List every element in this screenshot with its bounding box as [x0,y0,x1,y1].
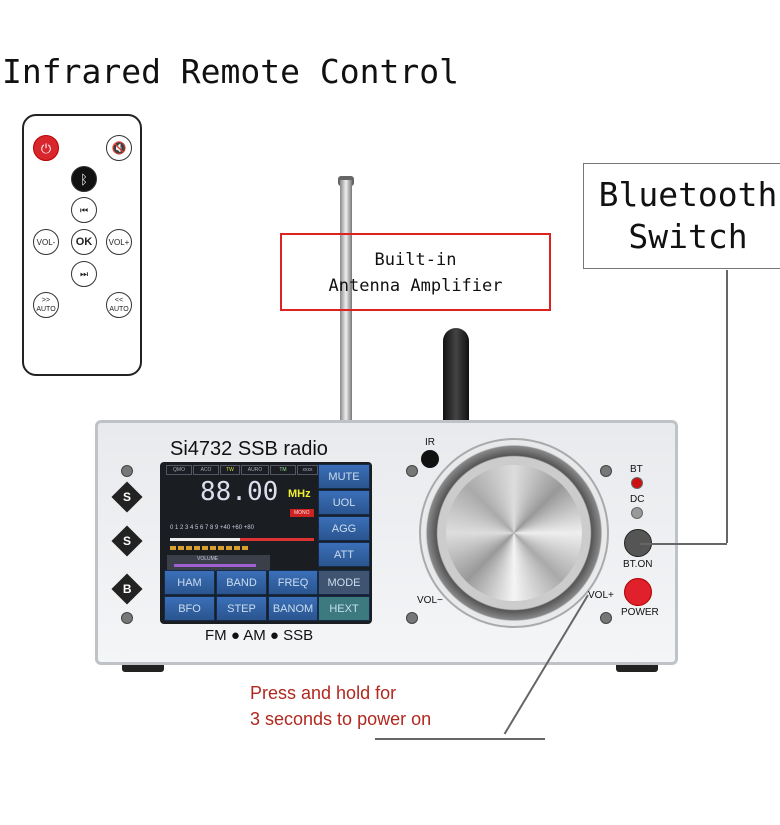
bfo-button[interactable]: BFO [164,596,215,621]
screw [600,465,612,477]
status-tag: xxxx [297,465,318,475]
next-icon: ⏭ [71,261,97,287]
screw [406,612,418,624]
auto-back-button: << AUTO [106,292,132,318]
bluetooth-icon: ᛒ [71,166,97,192]
band-button[interactable]: BAND [216,570,267,595]
power-callout: Press and hold for 3 seconds to power on [250,680,431,732]
power-icon: ⏻ [33,135,59,161]
callout-line [726,270,728,543]
vol-plus-label: VOL+ [588,590,614,601]
status-tag: QMO [166,465,192,475]
back-icon: << [114,297,124,304]
auto-label: AUTO [36,306,56,313]
callout-line-1: Bluetooth [598,175,778,214]
ir-label: IR [425,437,435,448]
badge-letter: S [122,489,132,504]
status-tag: AURO [241,465,269,475]
power-button[interactable] [624,578,652,606]
ir-remote: ⏻ 🔇 ᛒ ⏮ VOL- OK VOL+ ⏭ >> AUTO << AUTO [22,114,142,376]
foot [616,662,658,672]
vol-minus-button: VOL- [33,229,59,255]
foot [122,662,164,672]
callout-line-2: 3 seconds to power on [250,709,432,729]
badge-letter: B [122,581,132,596]
screw [600,612,612,624]
ok-button: OK [71,229,97,255]
next-button[interactable]: HEXT [318,596,370,621]
dc-led [631,507,643,519]
mode-button[interactable]: MODE [318,570,370,595]
bt-led [631,477,643,489]
vol-button[interactable]: UOL [318,490,370,515]
badge-letter: S [122,533,132,548]
screw [406,465,418,477]
volume-slider[interactable] [174,564,256,567]
screw [121,465,133,477]
frequency-display: 88.00 [200,477,279,507]
auto-forward-button: >> AUTO [33,292,59,318]
bluetooth-antenna [443,328,469,423]
callout-line [375,738,545,740]
status-tag: ACO [193,465,219,475]
signal-bar [170,546,250,550]
volume-label: VOLUME [197,556,219,562]
telescopic-antenna [340,180,352,422]
dc-label: DC [630,494,645,505]
previous-icon: ⏮ [71,197,97,223]
att-button[interactable]: ATT [318,542,370,567]
mute-icon: 🔇 [106,135,132,161]
auto-label: AUTO [109,306,129,313]
forward-icon: >> [41,297,51,304]
freq-button[interactable]: FREQ [268,570,318,595]
callout-line [640,543,727,545]
mute-button[interactable]: MUTE [318,464,370,489]
screw [121,612,133,624]
modes-label: FM ● AM ● SSB [205,627,314,644]
bt-on-label: BT.ON [623,559,653,570]
status-tag: TW [220,465,240,475]
brand-label: Si4732 SSB radio [170,438,328,460]
bandwidth-button[interactable]: BANOM [268,596,318,621]
touch-screen[interactable]: QMO ACO TW AURO TM xxxx 88.00 MHz MONO 0… [160,462,372,624]
callout-line-1: Press and hold for [250,683,397,703]
headline: Infrared Remote Control [2,52,459,91]
vol-plus-button: VOL+ [106,229,132,255]
bt-label: BT [630,464,643,475]
volume-knob[interactable] [446,465,582,601]
callout-line-2: Switch [628,217,748,256]
callout-line-1: Built-in [374,250,457,270]
power-label: POWER [621,607,659,618]
step-button[interactable]: STEP [216,596,267,621]
s-meter-white [170,538,240,541]
bluetooth-callout: Bluetooth Switch [583,163,780,269]
status-tag: TM [270,465,296,475]
stereo-indicator: MONO [290,509,314,517]
vol-minus-label: VOL− [417,595,443,606]
signal-scale: 0 1 2 3 4 5 6 7 8 9 +40 +60 +80 [170,525,254,531]
agc-button[interactable]: AGG [318,516,370,541]
frequency-unit: MHz [288,488,311,500]
volume-panel: VOLUME [167,555,270,571]
s-meter-red [240,538,314,541]
callout-line-2: Antenna Amplifier [328,276,503,296]
ham-button[interactable]: HAM [164,570,215,595]
ir-sensor [421,450,439,468]
antenna-callout: Built-in Antenna Amplifier [280,233,551,311]
